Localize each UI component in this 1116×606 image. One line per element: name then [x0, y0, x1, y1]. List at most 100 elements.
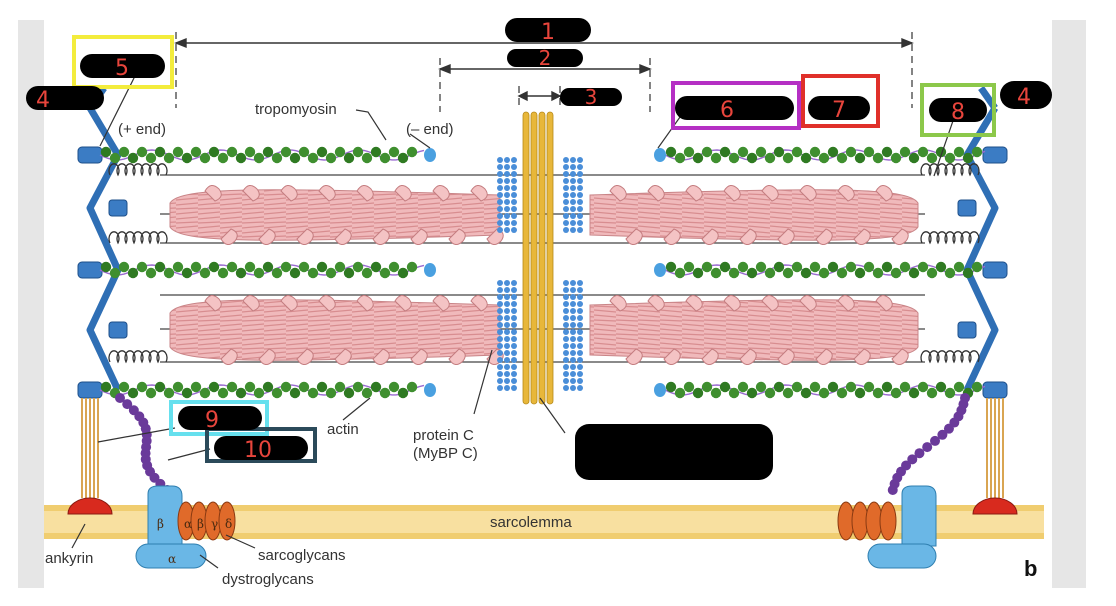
protein-c-dot — [563, 294, 569, 300]
actin-left-row-0-bead — [244, 146, 256, 158]
actin-right-row-2-bead — [692, 387, 704, 399]
actin-right-row-0-bead — [971, 146, 983, 158]
actin-right-row-1-bead — [782, 267, 794, 279]
actin-left-row-2-bead — [316, 381, 328, 393]
actin-left-row-1-bead — [181, 267, 193, 279]
z-disk-right-node-1 — [982, 261, 1008, 279]
sarcoglycan-delta-letter: δ — [225, 517, 232, 531]
myosin-head — [220, 228, 238, 245]
marker-4-left-text: 4 — [36, 88, 50, 113]
myosin-head — [815, 348, 833, 365]
dystroglycan-beta-left — [147, 485, 183, 547]
actin-left-row-1-bead — [379, 267, 391, 279]
protein-c-dot — [504, 301, 510, 307]
actin-minus-cap-right-1 — [654, 263, 666, 277]
z-disk-left-mid-1 — [108, 321, 128, 339]
actin-right-row-1-bead — [746, 267, 758, 279]
protein-c-dot — [497, 385, 503, 391]
myosin-head — [799, 295, 817, 312]
actin-left-row-1-bead — [397, 267, 409, 279]
actin-right-row-1-bead — [701, 261, 713, 273]
protein-c-dot — [504, 350, 510, 356]
actin-right-row-0-bead — [719, 146, 731, 158]
actin-left-row-2-bead — [118, 381, 130, 393]
protein-c-dot — [511, 350, 517, 356]
actin-left-row-2-bead — [334, 381, 346, 393]
dystroglycan-beta-letter: β — [157, 517, 164, 531]
actin-right-row-1-bead — [764, 267, 776, 279]
mybp-c-label: (MyBP C) — [413, 445, 478, 462]
protein-c-dot — [577, 178, 583, 184]
actin-left-row-0-bead — [388, 146, 400, 158]
actin-right-row-2-bead — [827, 381, 839, 393]
actin-left-row-0-bead — [235, 152, 247, 164]
highlight-box-9 — [169, 400, 269, 436]
protein-c-dot — [497, 199, 503, 205]
protein-c-dot — [497, 350, 503, 356]
protein-c-dot — [504, 164, 510, 170]
protein-c-dot — [497, 301, 503, 307]
protein-c-dot — [504, 213, 510, 219]
actin-right-row-2-bead — [917, 381, 929, 393]
protein-c-dot — [577, 322, 583, 328]
protein-c-dot — [511, 371, 517, 377]
actin-left-row-2-bead — [271, 387, 283, 399]
actin-minus-cap-left-1 — [424, 263, 436, 277]
protein-c-dot — [563, 213, 569, 219]
protein-c-dot — [511, 185, 517, 191]
protein-c-dot — [577, 378, 583, 384]
protein-c-dot — [570, 280, 576, 286]
protein-c-dot — [504, 364, 510, 370]
costamere-right — [972, 398, 1018, 515]
z-disk-left — [86, 106, 122, 392]
myosin-head — [891, 348, 909, 365]
myosin-head — [815, 228, 833, 245]
z-disk-right-mid-0 — [957, 199, 977, 217]
protein-c-dot — [570, 287, 576, 293]
m-line — [497, 111, 583, 405]
myosin-head — [685, 185, 703, 202]
z-disk-left-node-1 — [77, 261, 103, 279]
actin-left-row-2-bead — [226, 381, 238, 393]
protein-c-dot — [563, 378, 569, 384]
myosin-head — [663, 348, 681, 365]
actin-right-row-0-bead — [746, 152, 758, 164]
protein-c-dot — [511, 164, 517, 170]
protein-c-dot — [570, 322, 576, 328]
actin-left-row-1-bead — [253, 267, 265, 279]
protein-c-dot — [570, 364, 576, 370]
myosin-head — [372, 228, 390, 245]
actin-right-row-0-bead — [809, 146, 821, 158]
protein-c-dot — [563, 192, 569, 198]
actin-right-row-0-bead — [863, 146, 875, 158]
sarcoglycan-right-3 — [879, 501, 897, 541]
protein-c-dot — [511, 301, 517, 307]
dystroglycans-label: dystroglycans — [222, 571, 314, 588]
myosin-head — [761, 185, 779, 202]
protein-c-dot — [511, 171, 517, 177]
actin-right-row-0-bead — [827, 146, 839, 158]
dimension-arrows — [174, 37, 914, 102]
actin-right-row-2-bead — [737, 381, 749, 393]
protein-c-dot — [497, 178, 503, 184]
actin-right-row-1-bead — [899, 261, 911, 273]
actin-left-row-0-bead — [127, 152, 139, 164]
marker-9-text: 9 — [205, 408, 219, 433]
actin-left-row-2-bead — [127, 387, 139, 399]
actin-left-row-2-bead — [379, 387, 391, 399]
actin-right-row-1-bead — [944, 267, 956, 279]
dystroglycan-alpha-right — [867, 543, 937, 569]
actin-right-row-1-bead — [773, 261, 785, 273]
actin-left-row-0-bead — [316, 146, 328, 158]
actin-left-row-0-bead — [262, 146, 274, 158]
actin-right-row-1-bead — [917, 261, 929, 273]
marker-8-text: 8 — [951, 100, 965, 125]
actin-left-row-1-bead — [172, 261, 184, 273]
marker-1-text: 1 — [541, 20, 555, 45]
protein-c-dot — [577, 336, 583, 342]
actin-left-row-0-bead — [343, 152, 355, 164]
protein-c-dot — [570, 343, 576, 349]
myosin-head — [739, 348, 757, 365]
actin-right-row-0-bead — [800, 152, 812, 164]
